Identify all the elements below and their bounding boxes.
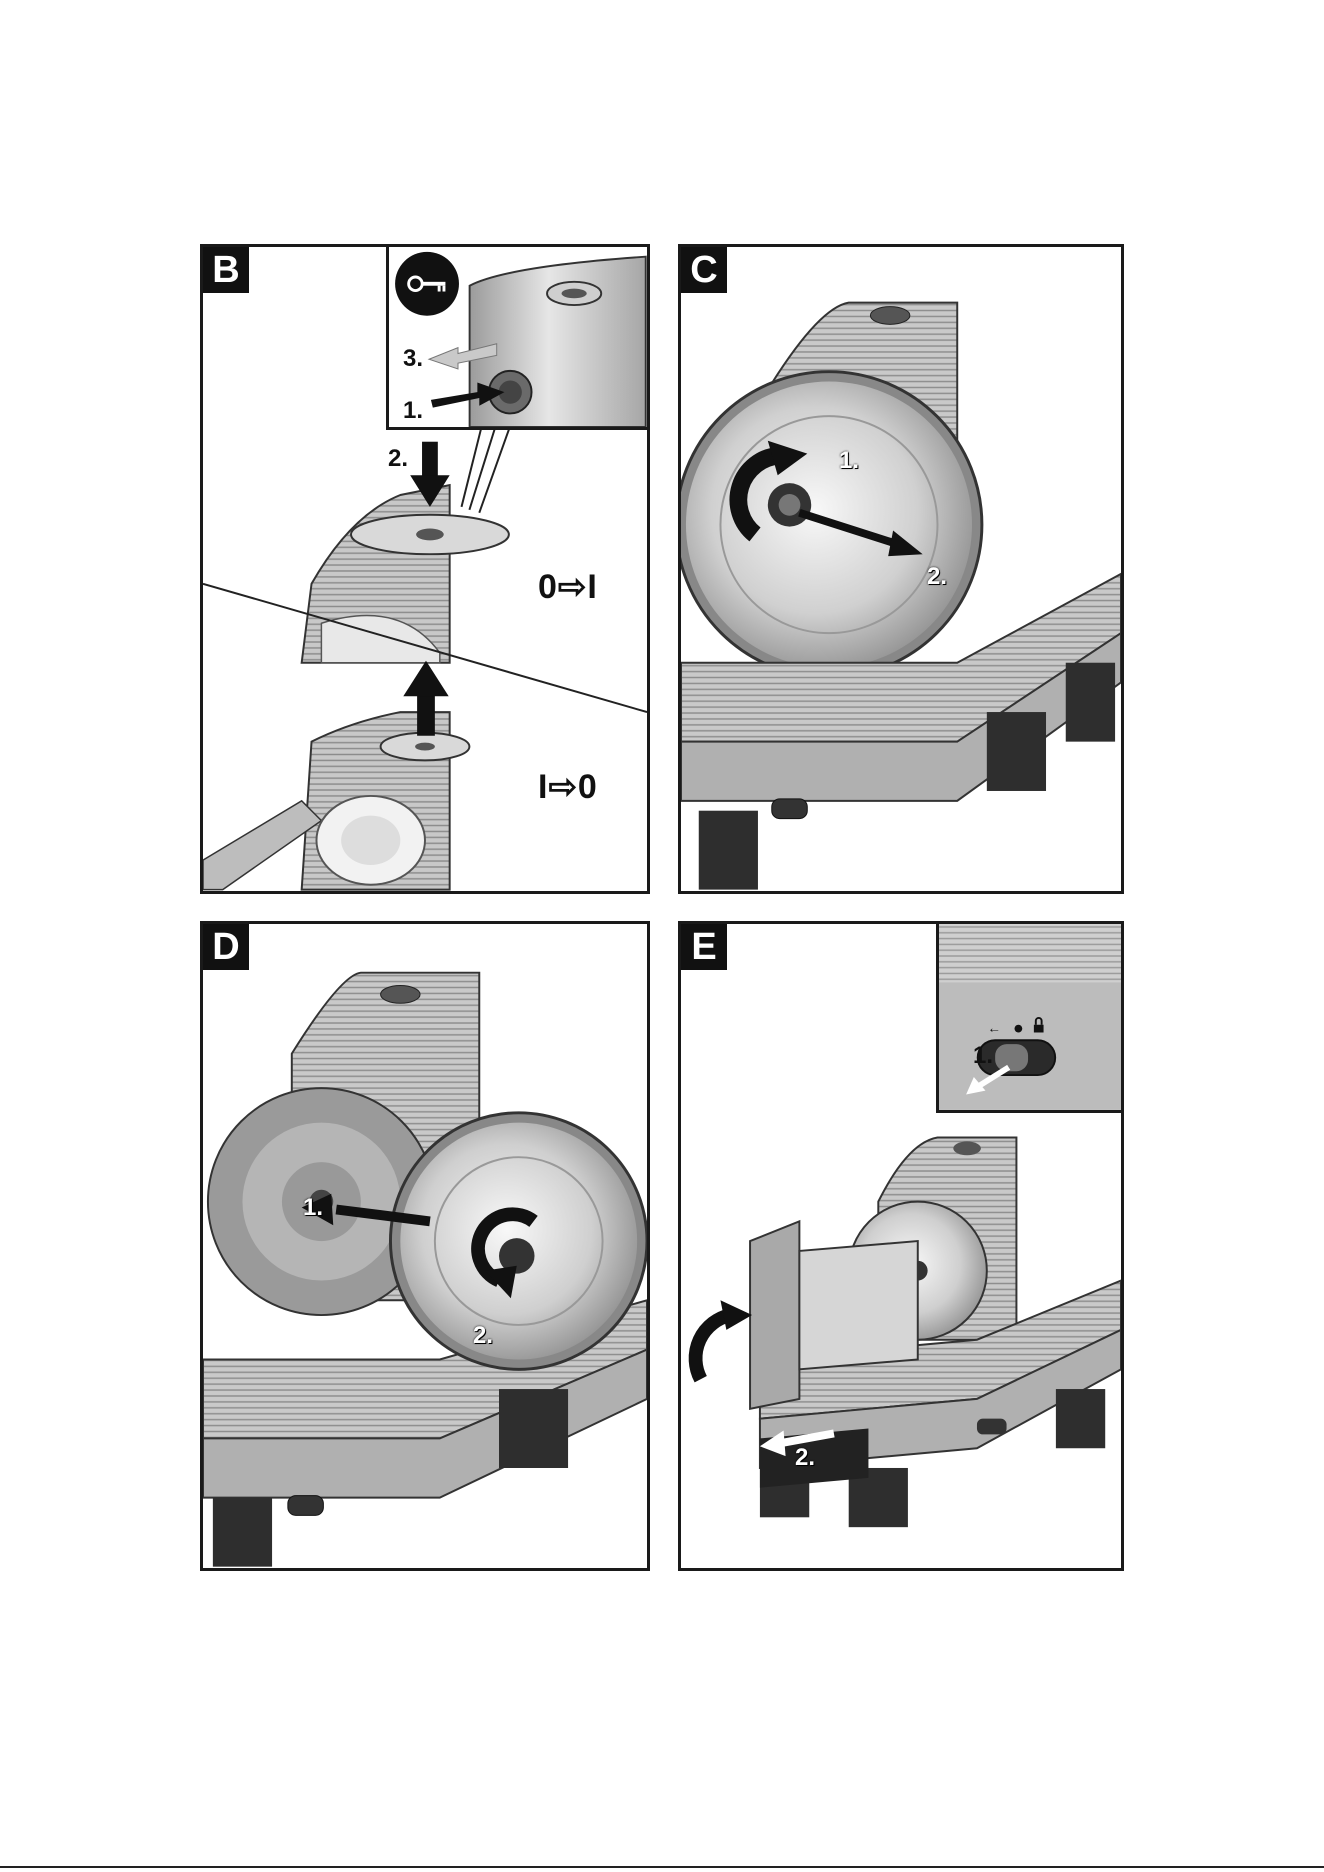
panel-c: C [678, 244, 1124, 894]
step-2-label: 2. [388, 445, 408, 473]
step-2-label: 2. [795, 1444, 815, 1472]
step-1-label: 1. [403, 397, 423, 425]
panel-d-illustration [203, 924, 647, 1568]
switch-off-label: I⇨0 [538, 767, 598, 807]
panel-b-inset: 3. 1. [386, 244, 650, 430]
step-2-label: 2. [927, 563, 947, 591]
panel-letter-b: B [203, 247, 249, 293]
page-footer-rule [0, 1866, 1324, 1868]
panel-letter-e: E [681, 924, 727, 970]
switch-on-label: 0⇨I [538, 567, 598, 607]
rotate-arrow-icon [696, 1300, 752, 1379]
step-1-label: 1. [973, 1042, 993, 1070]
panel-letter-c: C [681, 247, 727, 293]
step-1-label: 1. [303, 1194, 323, 1222]
panel-b-inset-illustration [389, 247, 647, 427]
panel-e-inset-illustration: ← [939, 924, 1121, 1110]
svg-text:←: ← [987, 1020, 1001, 1035]
panel-letter-d: D [203, 924, 249, 970]
step-1-label: 1. [839, 447, 859, 475]
panel-d: D [200, 921, 650, 1571]
step-3-label: 3. [403, 345, 423, 373]
step-2-label: 2. [473, 1322, 493, 1350]
panel-c-illustration [681, 247, 1121, 891]
panel-e-inset: ← 1. [936, 921, 1124, 1113]
key-icon [395, 252, 459, 316]
